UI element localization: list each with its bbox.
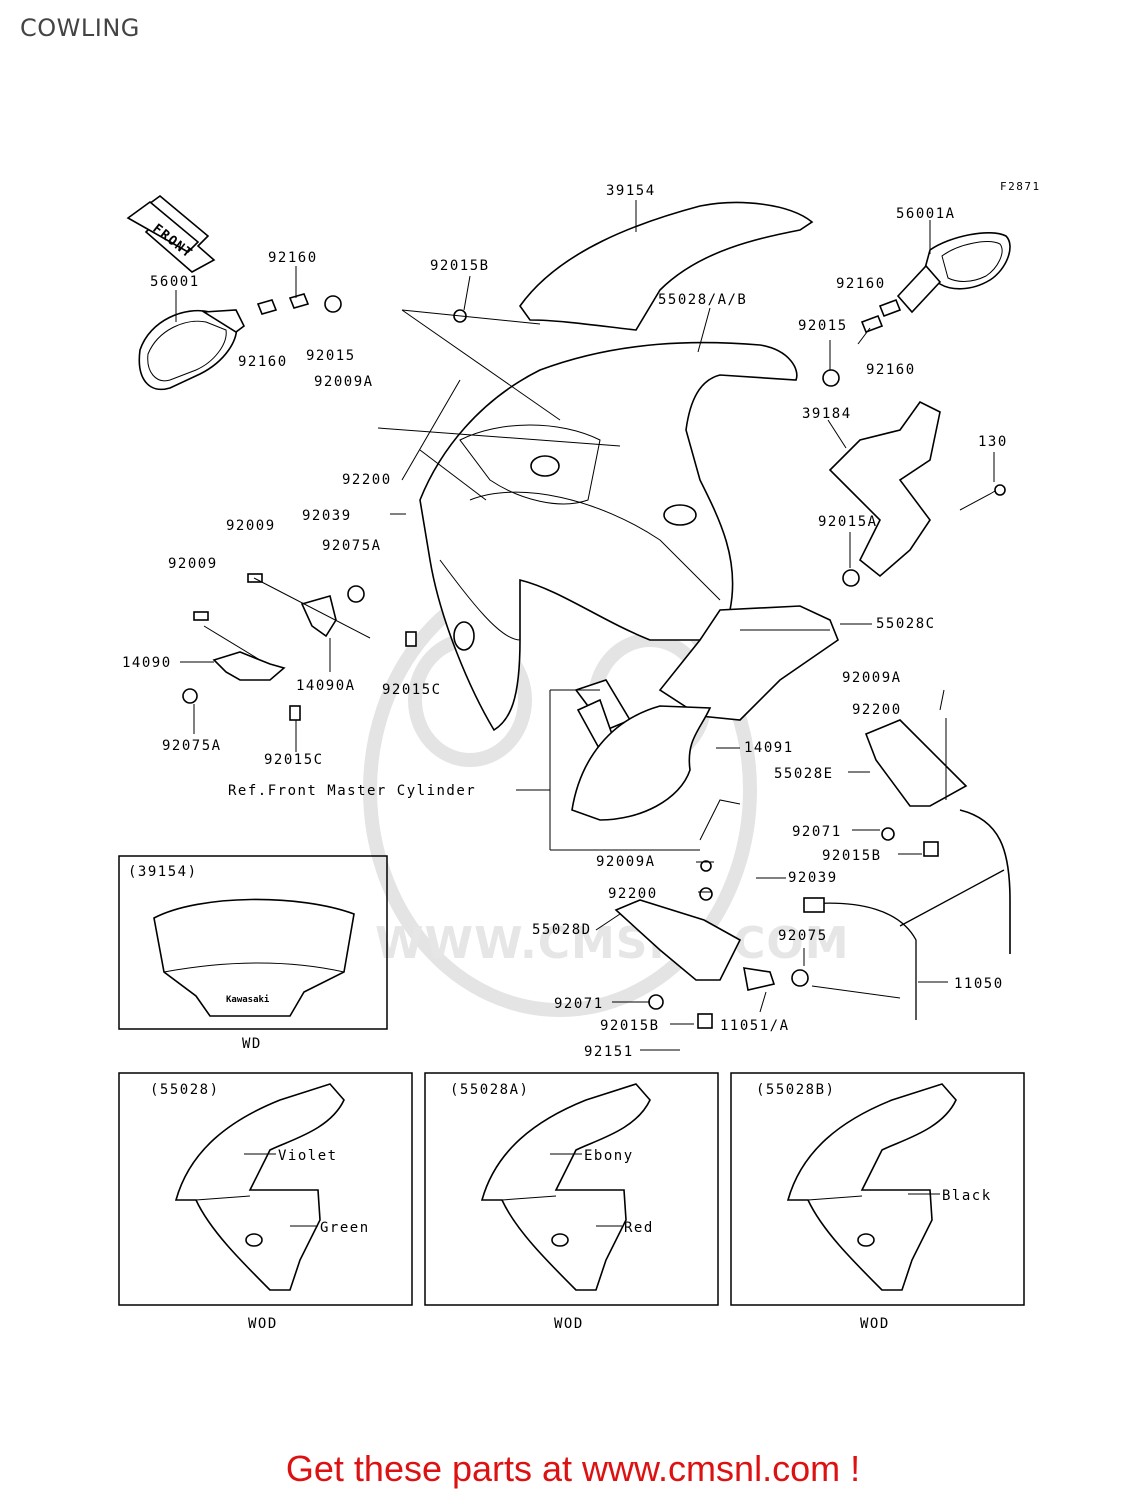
part-14091: 14091 [744,740,794,756]
front-arrow-icon: FRONT [126,194,216,273]
part-92015C: 92015C [382,682,442,698]
inset-55028B: (55028B) Black WOD [730,1072,1025,1332]
inset-header: (39154) [128,864,198,880]
inset-header: (55028) [150,1082,220,1098]
side-panel-55028E [864,719,1011,954]
inset-55028: (55028) Violet Green WOD [118,1072,413,1332]
part-92015: 92015 [306,348,356,364]
part-92015C: 92015C [264,752,324,768]
mirror-right [822,232,1011,387]
inset-windshield: (39154) Kawasaki WD [118,855,388,1052]
part-92009: 92009 [226,518,276,534]
windshield [453,201,814,331]
part-92015A: 92015A [818,514,878,530]
part-92071: 92071 [792,824,842,840]
part-92009: 92009 [168,556,218,572]
part-92200: 92200 [342,472,392,488]
inset-55028A: (55028A) Ebony Red WOD [424,1072,719,1332]
lower-panel-55028D [614,860,809,1029]
part-92151: 92151 [584,1044,634,1060]
part-14090: 14090 [122,655,172,671]
part-55028C: 55028C [876,616,936,632]
inset-label-violet: Violet [278,1148,338,1164]
part-92160: 92160 [866,362,916,378]
part-92015: 92015 [798,318,848,334]
inset-label-red: Red [624,1220,654,1236]
page-title: COWLING [20,14,140,42]
inset-label-ebony: Ebony [584,1148,634,1164]
part-labels: 39154 56001A 56001 92160 92160 92160 921… [122,183,1008,1060]
part-92075A: 92075A [162,738,222,754]
figure-code: F2871 [1000,180,1041,193]
mirror-left [138,293,342,391]
bracket-14090 [182,573,417,721]
ref-front-master-cylinder: Ref.Front Master Cylinder [228,783,476,799]
inset-header: (55028B) [756,1082,835,1098]
part-55028D: 55028D [532,922,592,938]
part-92015B: 92015B [430,258,490,274]
inset-brand: Kawasaki [226,994,270,1005]
inset-footer: WOD [860,1316,890,1332]
bracket-39184 [828,400,1006,587]
watermark-text: WWW.CMSNL.COM [375,918,850,969]
part-92200: 92200 [608,886,658,902]
leader-lines [175,200,995,1051]
part-92015B: 92015B [822,848,882,864]
part-92160: 92160 [268,250,318,266]
part-56001: 56001 [150,274,200,290]
inset-label-black: Black [942,1188,992,1204]
part-92039: 92039 [788,870,838,886]
part-92039: 92039 [302,508,352,524]
part-11050: 11050 [954,976,1004,992]
part-56001A: 56001A [896,206,956,222]
inset-footer: WOD [248,1316,278,1332]
promo-link-text[interactable]: Get these parts at www.cmsnl.com ! [285,1448,861,1489]
part-92075A: 92075A [322,538,382,554]
part-39154: 39154 [606,183,656,199]
inset-label-green: Green [320,1220,370,1236]
part-92160: 92160 [238,354,288,370]
part-11051-a: 11051/A [720,1018,790,1034]
inset-header: (55028A) [450,1082,529,1098]
part-55028-a-b: 55028/A/B [658,292,747,308]
part-92009A: 92009A [314,374,374,390]
part-92009A: 92009A [596,854,656,870]
inset-footer: WOD [554,1316,584,1332]
part-92009A: 92009A [842,670,902,686]
center-piece-14091 [571,679,741,841]
part-55028E: 55028E [774,766,834,782]
part-92160: 92160 [836,276,886,292]
part-130: 130 [978,434,1008,450]
part-39184: 39184 [802,406,852,422]
part-92200: 92200 [852,702,902,718]
part-92075: 92075 [778,928,828,944]
inner-panel-55028C [658,605,839,721]
upper-cowl [419,341,798,732]
part-14090A: 14090A [296,678,356,694]
inset-footer: WD [242,1036,262,1052]
stay-11050 [803,869,1005,1020]
part-92015B: 92015B [600,1018,660,1034]
part-92071: 92071 [554,996,604,1012]
